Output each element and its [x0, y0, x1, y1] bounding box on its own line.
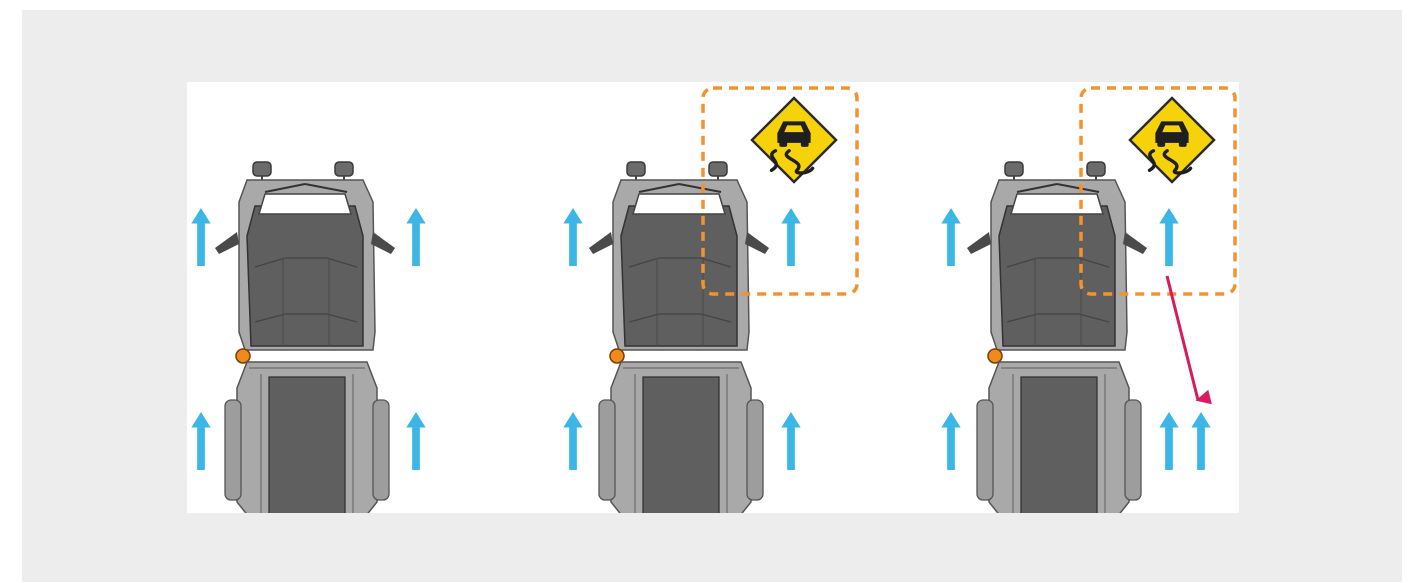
- articulated-loader: [588, 161, 770, 513]
- articulated-vehicle-diagram: [187, 82, 1239, 513]
- rear-left-direction-arrow: [941, 412, 961, 470]
- rear-left-direction-arrow: [563, 412, 583, 470]
- front-right-direction-arrow: [781, 208, 801, 266]
- articulated-loader: [966, 161, 1148, 513]
- rear-right-direction-arrow: [781, 412, 801, 470]
- panel-normal: [191, 161, 426, 513]
- rear-right-direction-arrow: [1159, 412, 1179, 470]
- slippery-zone-box: [1079, 86, 1237, 296]
- front-left-direction-arrow: [563, 208, 583, 266]
- panel-slippery-patch: [563, 86, 859, 513]
- panel-rear-drift: [941, 86, 1237, 513]
- slippery-zone-box: [701, 86, 859, 296]
- front-right-direction-arrow: [406, 208, 426, 266]
- slippery-road-icon: [1128, 96, 1216, 184]
- rear-right-direction-arrow: [406, 412, 426, 470]
- front-left-direction-arrow: [191, 208, 211, 266]
- slippery-road-icon: [750, 96, 838, 184]
- diagram-canvas: [191, 86, 1237, 513]
- rear-left-direction-arrow: [191, 412, 211, 470]
- drift-vector-arrow: [1165, 275, 1212, 405]
- rear-right-drift-arrow: [1191, 412, 1211, 470]
- front-right-direction-arrow: [1159, 208, 1179, 266]
- articulated-loader: [214, 161, 396, 513]
- front-left-direction-arrow: [941, 208, 961, 266]
